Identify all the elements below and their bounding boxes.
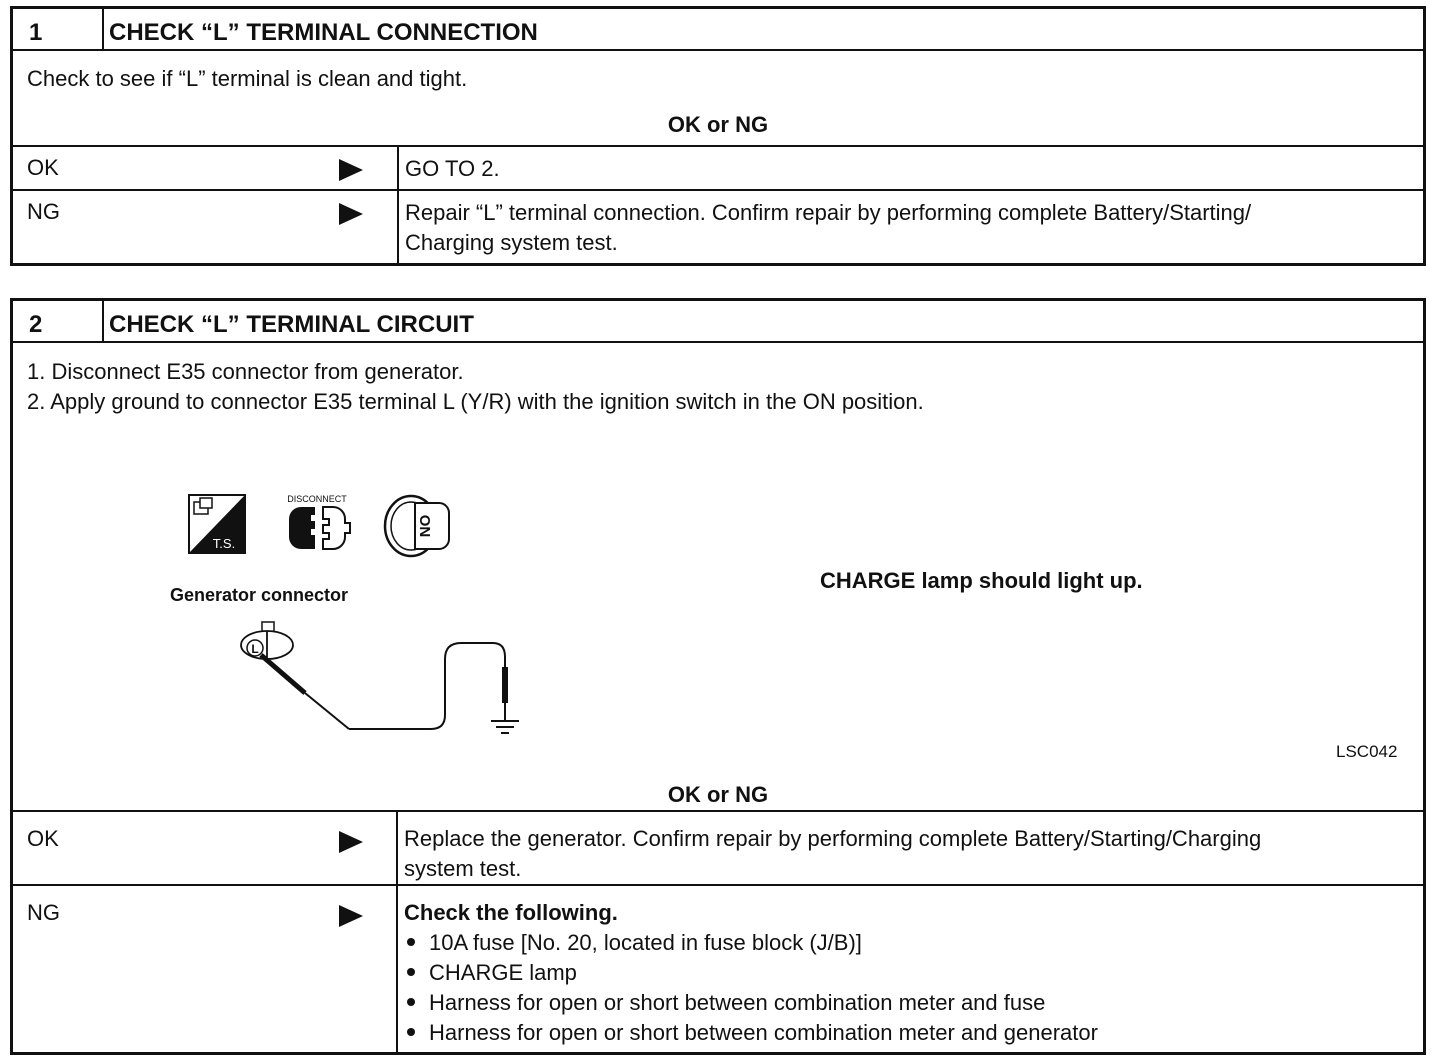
step2-ng-label: NG [27, 900, 60, 925]
connector-label: Generator connector [170, 585, 349, 605]
step2-ng-item: CHARGE lamp [407, 958, 577, 988]
step2-row-divider [13, 884, 1423, 886]
step2-ng-heading: Check the following. [404, 900, 618, 925]
step2-ng-item: 10A fuse [No. 20, located in fuse block … [407, 928, 862, 958]
step1-box: 1 CHECK “L” TERMINAL CONNECTION Check to… [10, 6, 1426, 266]
bullet-icon [407, 1028, 415, 1037]
step2-ng-item-text: 10A fuse [No. 20, located in fuse block … [429, 930, 862, 955]
disconnect-text: DISCONNECT [287, 494, 347, 504]
step1-ng-action-line1: Repair “L” terminal connection. Confirm … [405, 200, 1252, 225]
on-text: ON [416, 515, 433, 538]
step2-instruction-2: 2. Apply ground to connector E35 termina… [27, 389, 924, 414]
step1-header-divider [13, 49, 1423, 51]
step2-number: 2 [29, 311, 43, 338]
step2-ng-item-text: Harness for open or short between combin… [429, 990, 1046, 1015]
step2-instruction-1: 1. Disconnect E35 connector from generat… [27, 359, 464, 384]
bullet-icon [407, 938, 415, 947]
step2-ok-action-line2: system test. [404, 856, 522, 881]
step2-result-divider [13, 810, 1423, 812]
connector-probe-diagram: L [240, 621, 519, 734]
step2-ng-item: Harness for open or short between combin… [407, 1018, 1098, 1048]
ignition-on-icon: ON [383, 494, 450, 558]
step1-ok-arrow-icon [339, 159, 363, 181]
step2-header-divider [13, 341, 1423, 343]
step1-result-heading: OK or NG [667, 112, 769, 137]
step1-ok-label: OK [27, 155, 59, 180]
step1-row-divider [13, 189, 1423, 191]
step2-ok-arrow-icon [339, 831, 363, 853]
step1-ok-action: GO TO 2. [405, 156, 500, 181]
step1-title: CHECK “L” TERMINAL CONNECTION [109, 19, 538, 46]
step1-ng-arrow-icon [339, 203, 363, 225]
figure-note: CHARGE lamp should light up. [820, 568, 1143, 593]
step1-number: 1 [29, 19, 43, 46]
step2-col-divider [396, 810, 398, 1055]
step1-ng-label: NG [27, 199, 60, 224]
step2-ng-item-text: Harness for open or short between combin… [429, 1020, 1098, 1045]
test-shield-icon: T.S. [188, 494, 246, 554]
step2-ok-label: OK [27, 826, 59, 851]
step1-col-divider [397, 145, 399, 266]
step1-number-divider [102, 9, 104, 51]
step2-box: 2 CHECK “L” TERMINAL CIRCUIT 1. Disconne… [10, 298, 1426, 1055]
step2-result-heading: OK or NG [667, 782, 769, 807]
bullet-icon [407, 968, 415, 977]
terminal-letter: L [251, 642, 258, 656]
step2-ok-action-line1: Replace the generator. Confirm repair by… [404, 826, 1262, 851]
step2-number-divider [102, 301, 104, 343]
step1-result-divider [13, 145, 1423, 147]
step2-ng-item-text: CHARGE lamp [429, 960, 577, 985]
step2-ng-arrow-icon [339, 905, 363, 927]
bullet-icon [407, 998, 415, 1007]
figure-code: LSC042 [1336, 742, 1398, 761]
ts-text: T.S. [213, 536, 235, 551]
step1-ng-action-line2: Charging system test. [405, 230, 618, 255]
step2-ng-item: Harness for open or short between combin… [407, 988, 1045, 1018]
step2-title: CHECK “L” TERMINAL CIRCUIT [109, 311, 474, 338]
step1-instruction: Check to see if “L” terminal is clean an… [27, 66, 468, 91]
disconnect-connector-icon: DISCONNECT [287, 494, 351, 550]
